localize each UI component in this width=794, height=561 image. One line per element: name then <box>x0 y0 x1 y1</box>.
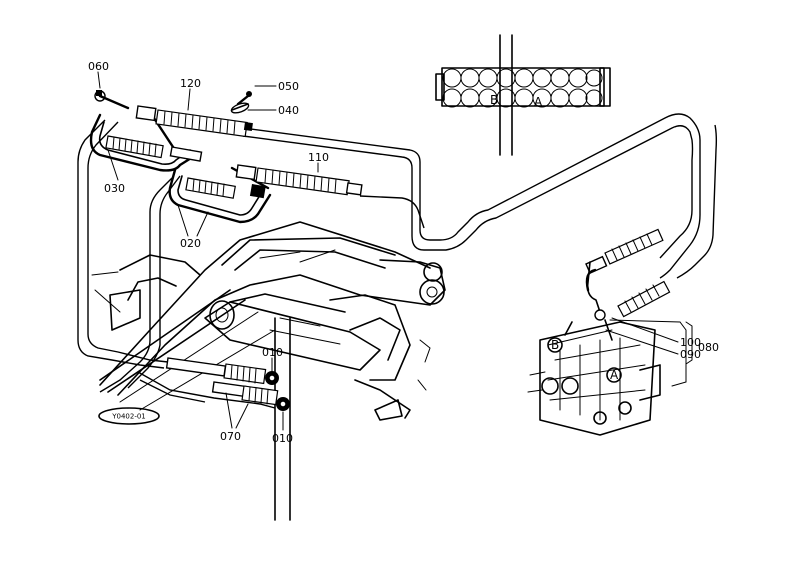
elbow-fitting-060 <box>94 90 130 110</box>
hose-assembly-070-upper <box>165 357 267 385</box>
port-b-circle <box>547 337 563 353</box>
callout-070: 070 <box>220 430 241 443</box>
hose-routing <box>77 113 718 409</box>
valve-port-b-letter: B <box>490 93 498 107</box>
drawing-reference-badge: Y0402-01 <box>98 407 160 425</box>
hose-assembly-030-inner <box>105 135 203 162</box>
callout-labels: 060 120 050 040 110 030 020 010 070 010 … <box>88 60 719 445</box>
hose-assembly-070-lower <box>211 381 279 406</box>
callout-100: 100 <box>680 336 701 349</box>
leader-lines <box>97 71 693 431</box>
hose-assembly-020-inner <box>185 177 266 199</box>
hose-assembly-right-lower <box>617 280 671 318</box>
lower-valve-assembly <box>527 261 687 436</box>
drawing-reference-text: Y0402-01 <box>111 413 146 421</box>
callout-110: 110 <box>308 151 329 164</box>
callout-020: 020 <box>180 237 201 250</box>
callout-040: 040 <box>278 104 299 117</box>
hose-assembly-right-upper <box>585 228 664 275</box>
valve-spool-row-bottom <box>442 88 603 108</box>
hose-assembly-120 <box>135 105 253 138</box>
callout-120: 120 <box>180 77 201 90</box>
control-valve-bank <box>435 34 611 156</box>
callout-090: 090 <box>680 348 701 361</box>
port-a-circle <box>606 367 622 383</box>
callout-010-bottom: 010 <box>272 432 293 445</box>
lower-port-a-letter: A <box>610 368 619 382</box>
valve-port-a-letter: A <box>534 95 543 109</box>
hose-assembly-110 <box>235 164 363 196</box>
callout-010-mid: 010 <box>262 346 283 359</box>
callout-030: 030 <box>104 182 125 195</box>
boom-structure <box>91 221 446 521</box>
callout-080: 080 <box>698 341 719 354</box>
lower-port-b-letter: B <box>551 338 559 352</box>
callout-050: 050 <box>278 80 299 93</box>
clamp-040 <box>230 102 250 114</box>
port-letters: B A B A <box>490 93 619 382</box>
adapter-010-upper <box>265 371 279 385</box>
callout-060-top: 060 <box>88 60 109 73</box>
bolt-050 <box>236 91 252 106</box>
adapter-010-lower <box>276 397 290 411</box>
valve-spool-row-top <box>442 68 603 88</box>
